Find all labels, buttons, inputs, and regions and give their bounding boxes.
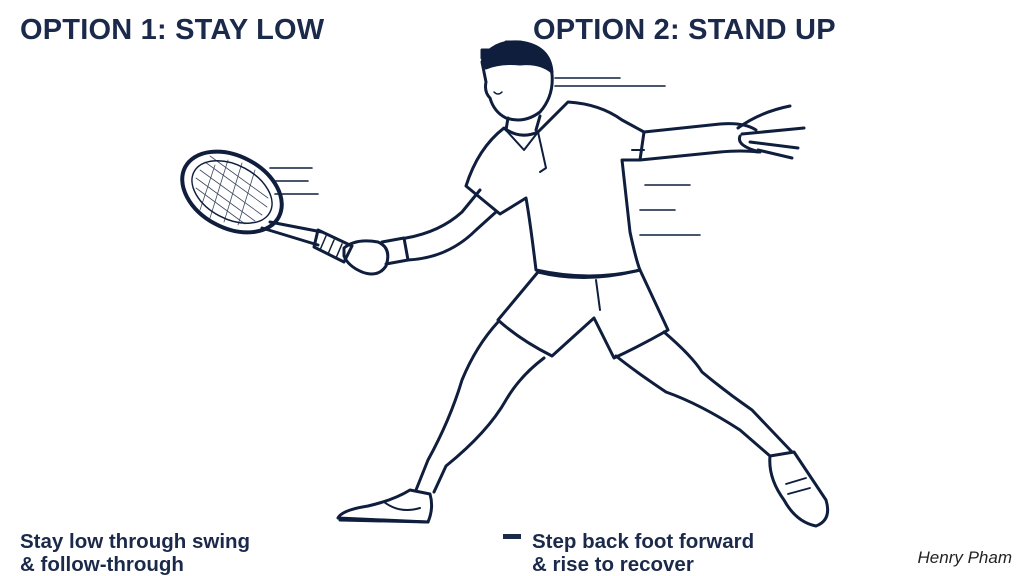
- sneaker-icon: [336, 488, 434, 524]
- caption-option-1-line-1: Stay low through swing: [20, 530, 251, 553]
- dash-marker: [503, 534, 521, 539]
- caption-option-2-line-2: & rise to recover: [532, 553, 694, 576]
- caption-option-1-line-2: & follow-through: [20, 553, 184, 576]
- caption-option-1: Stay low through swing & follow-through: [20, 530, 250, 576]
- author-credit: Henry Pham: [917, 548, 1012, 567]
- speed-lines-icon: [269, 77, 701, 236]
- heading-option-2: OPTION 2: STAND UP: [533, 14, 836, 46]
- sneaker-icon: [768, 450, 830, 528]
- caption-option-2: Step back foot forward & rise to recover: [532, 530, 754, 576]
- tennis-racket-icon: [180, 149, 354, 264]
- caption-option-2-line-1: Step back foot forward: [532, 530, 755, 553]
- heading-option-1: OPTION 1: STAY LOW: [20, 14, 325, 46]
